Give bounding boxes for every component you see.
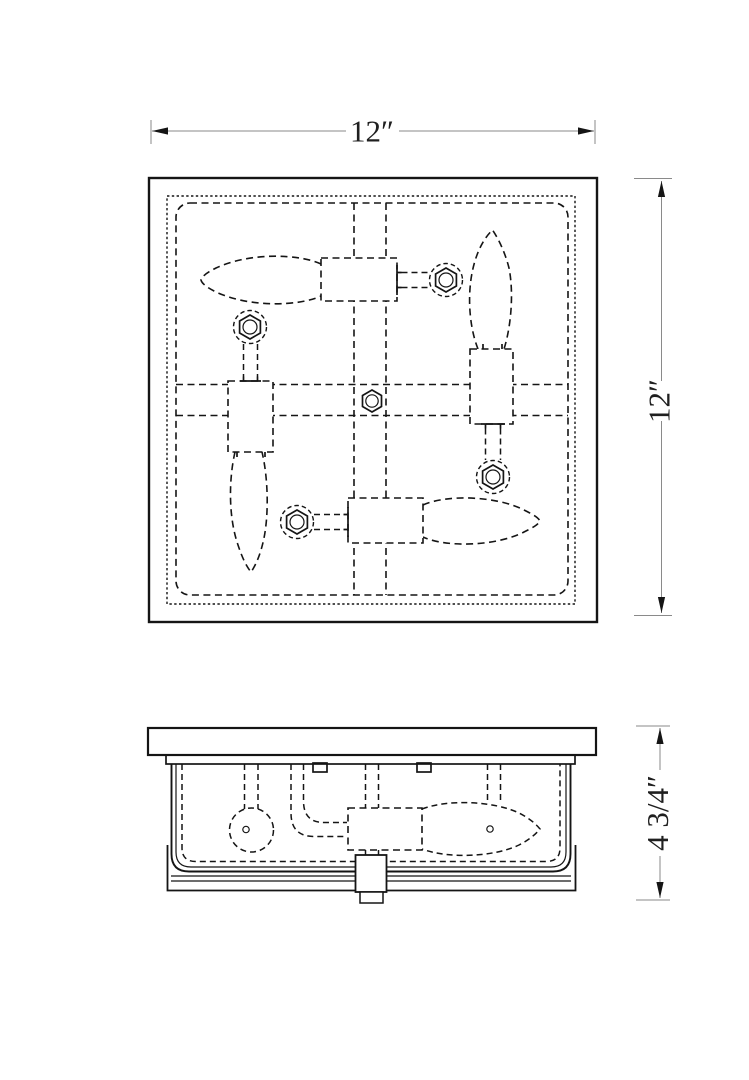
extension-lines: [150, 120, 596, 144]
stem-left-bulb: [243, 764, 259, 809]
thumbscrew-nut-2: [475, 459, 511, 495]
hex-nut-icon: [434, 267, 458, 293]
hex-nut-icon: [481, 464, 505, 490]
stem-bottom-socket: [314, 513, 344, 531]
mounting-clip-right: [416, 762, 432, 773]
arrowhead-down-icon: [656, 882, 664, 898]
center-finial-nut: [361, 389, 383, 413]
socket-left: [227, 380, 274, 453]
socket-bottom: [347, 497, 424, 544]
thumbscrew-nut-4: [279, 504, 315, 540]
hex-nut-icon: [285, 509, 309, 535]
socket-bottom-bracket: [343, 507, 349, 537]
arrowhead-up-icon: [657, 181, 666, 197]
arrowhead-down-icon: [657, 597, 666, 613]
bulb-tip-dot: [486, 825, 494, 833]
nut-bore: [365, 394, 379, 408]
nut-bore: [289, 514, 305, 530]
stem-center-socket: [364, 764, 380, 808]
bulb-left: [200, 255, 322, 305]
bulb-down-cup-nubs: [236, 452, 266, 457]
dimension-right-depth: 12″: [634, 178, 677, 616]
depth-dimension-label: 12″: [642, 379, 677, 423]
top-view: [147, 176, 599, 624]
socket-left-bracket: [240, 376, 261, 382]
nut-bore: [438, 272, 454, 288]
nut-bore: [485, 469, 501, 485]
extension-lines: [636, 725, 670, 901]
elbow-arm-outer: [290, 764, 347, 838]
center-socket-hidden: [347, 807, 423, 851]
arrowhead-right-icon: [578, 127, 594, 135]
bulb-up-cup-nubs: [482, 344, 503, 349]
stem-left-socket: [242, 344, 259, 377]
nut-clearance-ring: [475, 459, 511, 495]
height-dimension-label: 4 3/4″: [640, 775, 675, 851]
bulb-down: [229, 451, 268, 574]
bulb-side-view: [421, 801, 541, 857]
nut-clearance-ring: [279, 504, 315, 540]
extension-lines: [634, 178, 672, 616]
bulb-up: [468, 228, 513, 350]
stem-top-socket: [401, 271, 429, 289]
finial-tab: [359, 891, 384, 904]
dimension-top-width: 12″: [150, 114, 596, 149]
center-finial-block: [354, 854, 388, 893]
mounting-clip-left: [312, 762, 328, 773]
bulb-tip-dot: [242, 825, 250, 834]
hex-nut-icon: [361, 389, 383, 413]
socket-right-bracket: [481, 423, 505, 429]
canopy-step-band: [165, 754, 576, 765]
elbow-arm-inner: [302, 764, 347, 824]
socket-top-bracket: [396, 265, 402, 295]
fixture-outer-frame: [147, 176, 599, 624]
arrowhead-left-icon: [152, 127, 168, 135]
socket-right: [469, 348, 514, 425]
ceiling-canopy-flange: [146, 726, 598, 757]
hex-nut-icon: [238, 314, 262, 340]
side-view: [146, 726, 598, 904]
thumbscrew-nut-1: [428, 262, 464, 298]
nut-bore: [242, 319, 258, 335]
glass-panel-outline: [175, 202, 569, 596]
dimension-side-height: 4 3/4″: [636, 725, 675, 901]
stem-right-bulb: [486, 764, 502, 804]
nut-clearance-ring: [428, 262, 464, 298]
socket-top: [320, 257, 398, 302]
thumbscrew-nut-3: [232, 309, 268, 345]
arrowhead-up-icon: [656, 728, 664, 744]
stem-right-socket: [484, 428, 502, 460]
stitch-border: [166, 195, 576, 605]
width-dimension-label: 12″: [350, 114, 394, 149]
nut-clearance-ring: [232, 309, 268, 345]
bulb-right: [422, 497, 541, 545]
bulb-end-view: [228, 807, 275, 853]
